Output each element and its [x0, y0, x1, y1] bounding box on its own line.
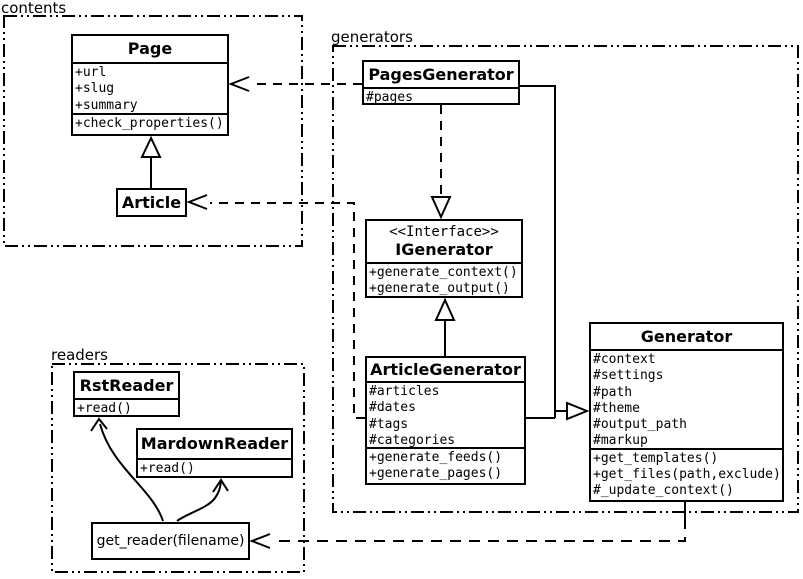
dependency-arrow-articlegenerator-to-article [186, 194, 365, 419]
inheritance-arrow-generators-to-generator [520, 85, 590, 421]
package-label-generators: generators [331, 28, 413, 46]
class-box-page: Page +url +slug +summary +check_properti… [71, 34, 229, 136]
methods-compartment: +check_properties() [73, 113, 227, 134]
class-name-igenerator: IGenerator [395, 240, 493, 259]
method-line: +check_properties() [75, 116, 224, 131]
class-name-mardownreader: MardownReader [140, 434, 289, 453]
attribute-line: #output_path [593, 417, 687, 433]
method-line: +generate_pages() [369, 466, 503, 482]
class-box-igenerator: <<Interface>> IGenerator +generate_conte… [365, 219, 523, 298]
attribute-line: #pages [366, 90, 413, 103]
realization-arrow-pagesgenerator-to-igenerator [430, 105, 452, 220]
methods-compartment: +get_templates() +get_files(path,exclude… [591, 447, 782, 500]
class-name-articlegenerator: ArticleGenerator [370, 359, 521, 379]
dependency-arrow-generator-to-get-reader [249, 502, 686, 549]
attribute-line: +summary [75, 97, 138, 113]
inheritance-arrow-articlegenerator-to-igenerator [434, 297, 456, 356]
method-line: +generate_output() [369, 281, 510, 296]
attribute-line: +url [75, 65, 107, 80]
class-name-article: Article [121, 192, 182, 212]
attribute-line: #markup [593, 433, 648, 448]
class-box-articlegenerator: ArticleGenerator #articles #dates #tags … [365, 356, 526, 485]
attribute-line: #settings [593, 368, 664, 384]
attribute-line: #categories [369, 432, 456, 447]
class-box-pagesgenerator: PagesGenerator #pages [362, 60, 520, 105]
attribute-line: +slug [75, 81, 115, 97]
package-label-readers: readers [51, 346, 108, 364]
attribute-line: #dates [369, 400, 416, 416]
inheritance-arrow-article-to-page [140, 135, 162, 188]
class-header-igenerator: <<Interface>> IGenerator [367, 221, 521, 262]
class-box-rstreader: RstReader +read() [73, 371, 180, 417]
attributes-compartment: +url +slug +summary [73, 62, 227, 113]
class-name-generator: Generator [640, 326, 733, 346]
attribute-line: #tags [369, 416, 409, 432]
class-name-pagesgenerator: PagesGenerator [368, 64, 514, 84]
call-arrow-get-reader-to-mardownreader [176, 478, 229, 522]
method-line: +get_files(path,exclude) [593, 467, 781, 483]
function-box-get-reader: get_reader(filename) [91, 522, 250, 560]
call-arrow-get-reader-to-rstreader [90, 417, 164, 522]
method-line: +read() [77, 401, 132, 415]
methods-compartment: +read() [75, 398, 178, 415]
class-name-page: Page [127, 39, 173, 58]
attribute-line: #context [593, 352, 656, 367]
method-line: #_update_context() [593, 483, 734, 499]
class-box-mardownreader: MardownReader +read() [136, 428, 293, 478]
package-border-generators [332, 45, 799, 513]
attribute-line: #theme [593, 400, 640, 416]
method-line: +get_templates() [593, 450, 719, 466]
attribute-line: #articles [369, 384, 440, 399]
methods-compartment: +read() [138, 458, 291, 476]
methods-compartment: +generate_feeds() +generate_pages() [367, 446, 524, 483]
class-box-article: Article [116, 188, 187, 217]
class-name-rstreader: RstReader [79, 375, 174, 395]
method-line: +generate_feeds() [369, 449, 503, 465]
attributes-compartment: #context #settings #path #theme #output_… [591, 349, 782, 448]
method-line: +read() [140, 461, 195, 476]
dependency-arrow-pagesgenerator-to-page [228, 76, 362, 92]
package-label-contents: contents [1, 0, 67, 17]
methods-compartment: +generate_context() +generate_output() [367, 262, 521, 296]
stereotype-label: <<Interface>> [389, 224, 499, 240]
class-box-generator: Generator #context #settings #path #them… [589, 322, 784, 502]
method-line: +generate_context() [369, 265, 518, 280]
attributes-compartment: #pages [364, 87, 518, 103]
attribute-line: #path [593, 384, 633, 400]
package-border-readers [51, 363, 305, 573]
attributes-compartment: #articles #dates #tags #categories [367, 381, 524, 447]
package-border-contents [3, 15, 303, 247]
